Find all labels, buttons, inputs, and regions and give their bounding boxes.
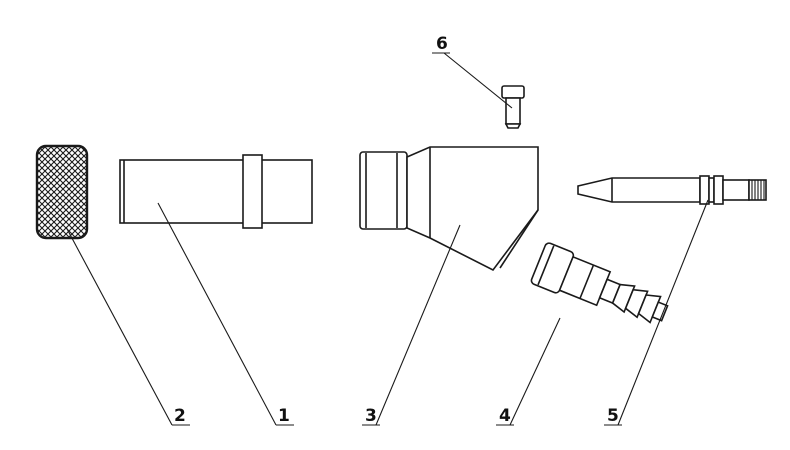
callout-labels: 2 1 3 4 5 6 xyxy=(174,34,619,426)
part-4-hose-fitting xyxy=(530,242,669,324)
leader-6 xyxy=(443,52,513,109)
callout-2: 2 xyxy=(174,406,186,426)
leader-lines xyxy=(65,52,709,426)
part-5-nozzle xyxy=(577,175,767,205)
leader-5 xyxy=(617,199,709,426)
leader-4 xyxy=(509,317,561,426)
callout-1: 1 xyxy=(278,406,290,426)
callout-4: 4 xyxy=(499,406,511,426)
part-6-pin xyxy=(501,85,525,129)
part-2-knurled-nut xyxy=(35,144,89,240)
leader-3 xyxy=(375,224,461,426)
callout-5: 5 xyxy=(607,406,619,426)
part-1-tube xyxy=(119,154,313,229)
part-3-angled-body xyxy=(359,146,539,272)
callout-3: 3 xyxy=(365,406,377,426)
callout-6: 6 xyxy=(436,34,448,54)
leader-1 xyxy=(157,202,277,426)
leader-2 xyxy=(65,226,173,426)
